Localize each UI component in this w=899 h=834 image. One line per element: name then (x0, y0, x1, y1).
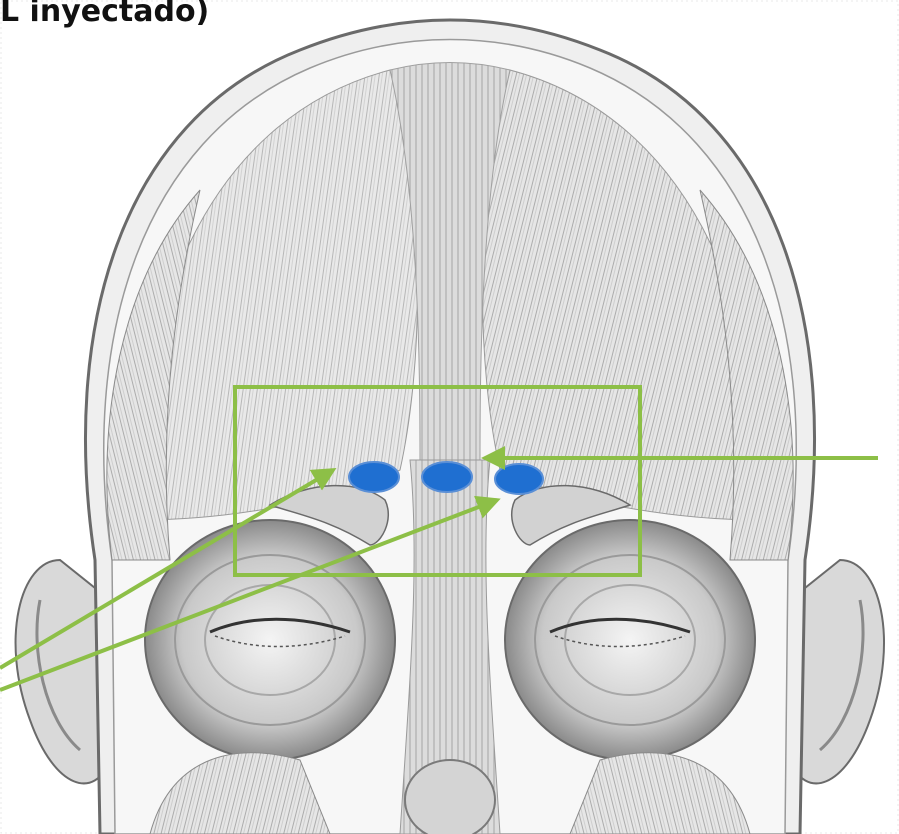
injection-point-right (495, 464, 543, 494)
nose-tip (405, 760, 495, 834)
title-label: L inyectado) (0, 0, 209, 29)
injection-point-left (349, 462, 399, 492)
injection-point-center (422, 462, 472, 492)
